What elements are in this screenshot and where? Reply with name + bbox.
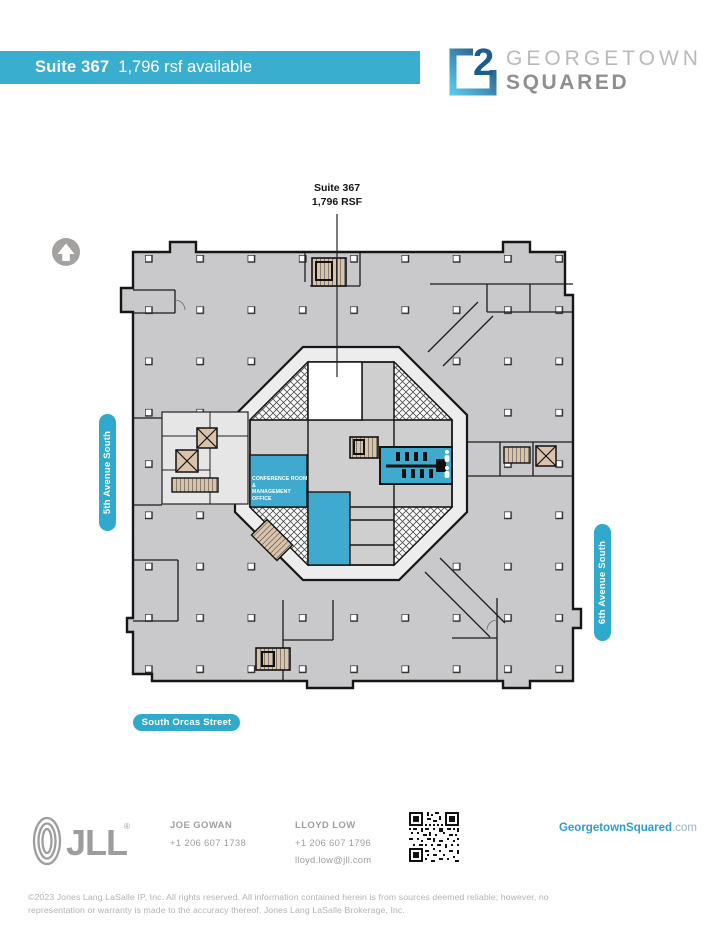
contact-email-link[interactable]: lloyd.low@jll.com	[295, 855, 372, 866]
contact-name: LLOYD LOW	[295, 820, 356, 831]
website-tld: .com	[672, 822, 697, 834]
restroom-fixtures	[386, 450, 450, 478]
conference-room-label: CONFERENCE ROOM & MANAGEMENT OFFICE	[252, 476, 308, 502]
callout-rsf: 1,796 RSF	[311, 195, 363, 208]
stair-elevator-blocks	[161, 257, 557, 671]
conference-room-area	[249, 454, 308, 508]
corridor-area	[307, 491, 351, 566]
jll-wordmark: JLL	[66, 822, 127, 863]
website-link[interactable]: GeorgetownSquared.com	[545, 822, 697, 834]
contact-name: JOE GOWAN	[170, 820, 233, 831]
suite-callout: Suite 367 1,796 RSF	[287, 182, 387, 209]
g2-logo-icon: 2	[449, 44, 508, 96]
contact-lloyd-low: LLOYD LOW +1 206 607 1796 lloyd.low@jll.…	[295, 820, 371, 866]
copyright-text: ©2023 Jones Lang LaSalle IP, Inc. All ri…	[28, 892, 549, 916]
street-label-5th-avenue: 5th Avenue South	[99, 414, 116, 531]
suite-367-area	[307, 361, 363, 421]
north-arrow-icon	[52, 238, 80, 266]
contact-phone: +1 206 607 1796	[295, 838, 372, 849]
suite-banner: Suite 367 1,796 rsf available	[0, 51, 420, 84]
brand-name-georgetown: GEORGETOWN	[506, 47, 702, 70]
contact-joe-gowan: JOE GOWAN +1 206 607 1738	[170, 820, 246, 849]
street-label-south-orcas: South Orcas Street	[133, 714, 240, 731]
callout-suite: Suite 367	[313, 182, 361, 194]
banner-availability-label: 1,796 rsf available	[118, 58, 253, 76]
street-label-6th-avenue: 6th Avenue South	[594, 524, 611, 641]
restroom-person-icons	[444, 450, 450, 478]
contact-phone: +1 206 607 1738	[170, 838, 247, 849]
jll-logo: JLL ®	[32, 816, 130, 866]
interior-walls	[133, 252, 573, 681]
qr-code	[408, 811, 460, 863]
g2-digit: 2	[473, 44, 494, 84]
georgetown-squared-logo: 2 GEORGETOWN SQUARED	[448, 44, 708, 99]
brand-name-squared: SQUARED	[506, 71, 630, 94]
banner-suite-label: Suite 367	[35, 58, 110, 76]
svg-text:®: ®	[124, 822, 130, 831]
website-name: GeorgetownSquared	[558, 822, 673, 834]
